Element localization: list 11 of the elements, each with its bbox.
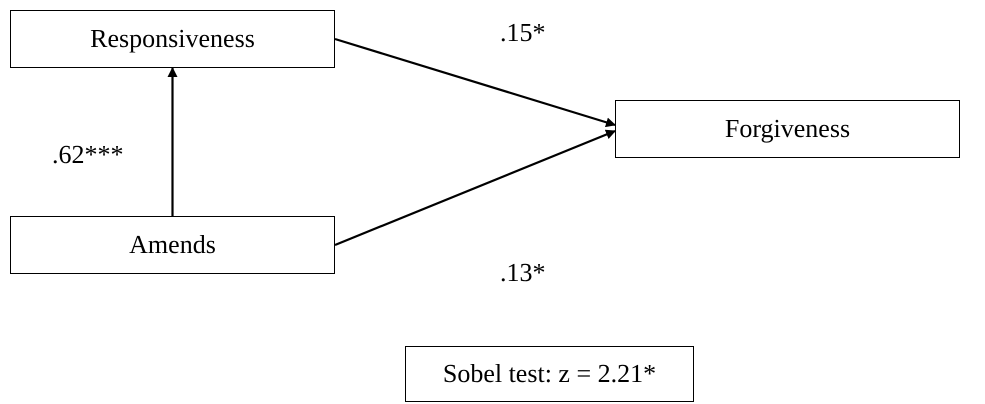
node-label: Sobel test: z = 2.21*: [442, 359, 656, 389]
node-label: Amends: [129, 230, 216, 260]
text-box: [405, 346, 694, 402]
text-box: [10, 216, 335, 274]
arrow: [334, 130, 616, 246]
node-label: Responsiveness: [90, 24, 255, 54]
node-label: Forgiveness: [724, 114, 850, 144]
text-box: [615, 100, 960, 158]
arrow: [334, 38, 616, 128]
text-box: [10, 10, 335, 68]
arrow: [168, 67, 178, 216]
